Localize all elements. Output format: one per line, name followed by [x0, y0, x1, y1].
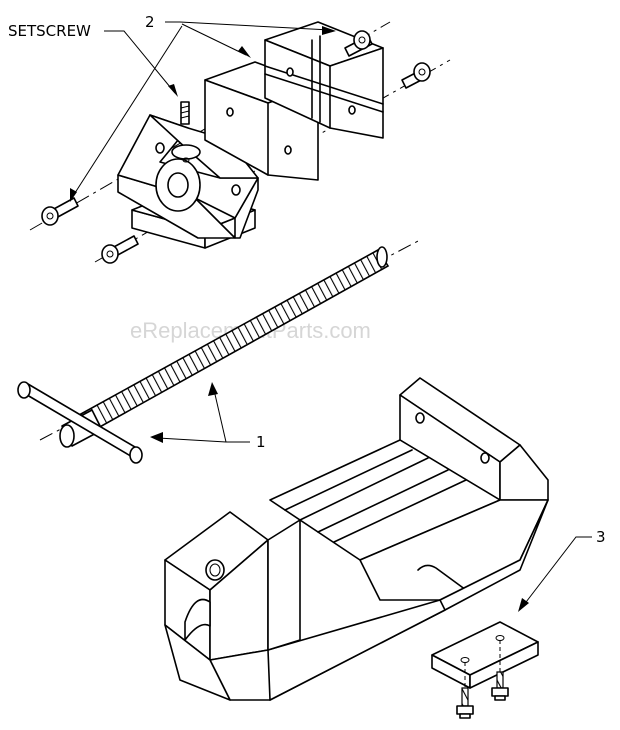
leader-callout-1: [150, 382, 250, 443]
screw-lower-left: [101, 235, 139, 264]
label-setscrew: SETSCREW: [8, 22, 91, 40]
clamp-screw-right: [491, 640, 509, 701]
movable-jaw: [117, 114, 259, 249]
label-callout-2: 2: [145, 13, 155, 31]
jaw-plate-grooved: [264, 21, 384, 139]
clamp-plate: [431, 621, 539, 689]
screw-left: [41, 197, 79, 226]
screw-right: [401, 62, 431, 89]
label-callout-3: 3: [596, 528, 606, 546]
leader-setscrew: [104, 30, 176, 94]
clamp-screw-left: [456, 662, 474, 719]
leader-callout-3: [518, 536, 592, 612]
vise-base: [164, 377, 549, 701]
leader-callout-2: [70, 21, 336, 202]
t-handle: [17, 381, 143, 464]
setscrew: [180, 101, 190, 125]
screw-top-right: [344, 30, 373, 57]
label-callout-1: 1: [256, 433, 266, 451]
